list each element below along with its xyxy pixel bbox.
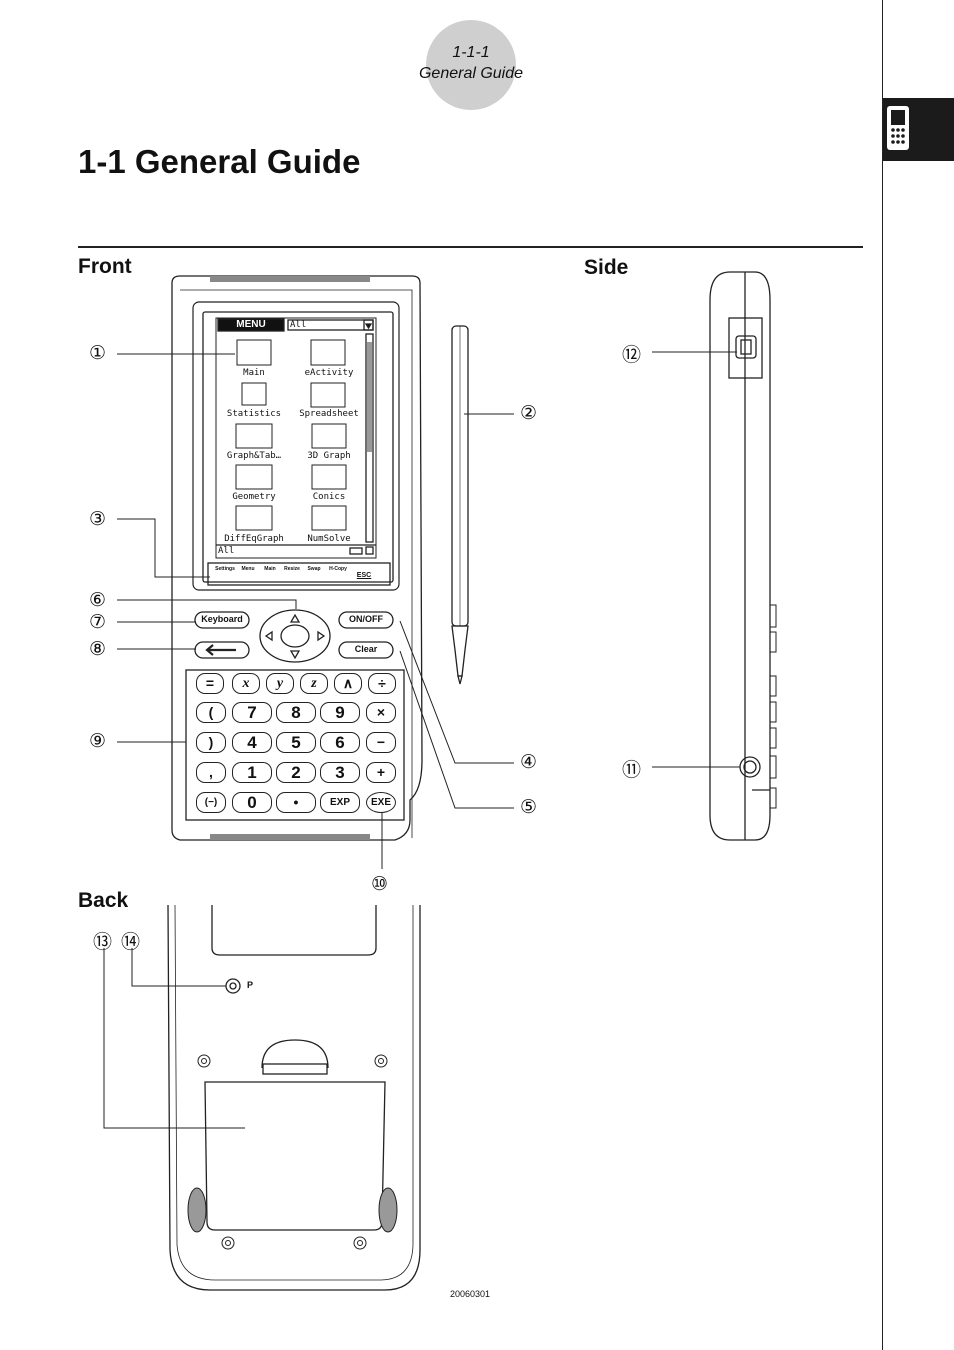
key-row1-4[interactable]: ∧ xyxy=(334,673,362,694)
key-row5-4[interactable]: EXE xyxy=(366,792,396,813)
key-row5-3[interactable]: EXP xyxy=(320,792,360,813)
key-row3-4[interactable]: − xyxy=(366,732,396,753)
header-bubble xyxy=(426,20,516,110)
app-main[interactable]: Main xyxy=(243,368,265,378)
section-title: General Guide xyxy=(418,65,524,82)
status-bar-text: All xyxy=(218,546,235,556)
key-row3-1[interactable]: 4 xyxy=(232,732,272,753)
key-row4-2[interactable]: 2 xyxy=(276,762,316,783)
key-row1-3[interactable]: z xyxy=(300,673,328,694)
key-row2-4[interactable]: × xyxy=(366,702,396,723)
callout-14: ⑭ xyxy=(121,931,141,953)
callout-4: ④ xyxy=(520,751,538,773)
icon-panel-resize[interactable]: Resize xyxy=(284,566,300,572)
callout-7: ⑦ xyxy=(89,611,107,633)
callout-3: ③ xyxy=(89,508,107,530)
callout-11: ⑪ xyxy=(622,759,642,781)
key-row5-2[interactable]: • xyxy=(276,792,316,813)
key-row3-0[interactable]: ) xyxy=(196,732,226,753)
calculator-icon xyxy=(887,106,909,150)
back-label: Back xyxy=(78,889,129,912)
key-row4-0[interactable]: , xyxy=(196,762,226,783)
icon-panel-esc[interactable]: ESC xyxy=(356,572,372,579)
right-edge-rule xyxy=(882,0,883,1350)
callout-8: ⑧ xyxy=(89,638,107,660)
app-3d-graph[interactable]: 3D Graph xyxy=(307,451,351,461)
side-label: Side xyxy=(584,256,629,279)
front-label: Front xyxy=(78,255,132,278)
app-category-dropdown[interactable]: All xyxy=(290,320,307,330)
key-row2-2[interactable]: 8 xyxy=(276,702,316,723)
key-row1-5[interactable]: ÷ xyxy=(368,673,396,694)
callout-13: ⑬ xyxy=(93,931,113,953)
key-row1-1[interactable]: x xyxy=(232,673,260,694)
clear-key[interactable]: Clear xyxy=(354,644,378,654)
app-numsolve[interactable]: NumSolve xyxy=(307,534,351,544)
key-row1-0[interactable]: = xyxy=(196,673,224,694)
back-p-label: P xyxy=(247,980,254,990)
key-row1-2[interactable]: y xyxy=(266,673,294,694)
section-rule xyxy=(78,246,863,248)
page-title: 1-1 General Guide xyxy=(78,143,361,180)
key-row3-2[interactable]: 5 xyxy=(276,732,316,753)
key-row2-1[interactable]: 7 xyxy=(232,702,272,723)
app-geometry[interactable]: Geometry xyxy=(232,492,276,502)
callout-2: ② xyxy=(520,402,538,424)
app-statistics[interactable]: Statistics xyxy=(226,409,282,419)
section-number: 1-1-1 xyxy=(452,44,490,61)
icon-panel-hcopy[interactable]: H-Copy xyxy=(329,566,347,572)
icon-panel-settings[interactable]: Settings xyxy=(215,566,235,572)
callout-6: ⑥ xyxy=(89,589,107,611)
callout-10: ⑩ xyxy=(371,873,389,895)
key-row2-0[interactable]: ( xyxy=(196,702,226,723)
app-eactivity[interactable]: eActivity xyxy=(304,368,354,378)
chapter-tab xyxy=(883,98,954,161)
app-conics[interactable]: Conics xyxy=(312,492,346,502)
key-row2-3[interactable]: 9 xyxy=(320,702,360,723)
callout-5: ⑤ xyxy=(520,796,538,818)
key-row4-1[interactable]: 1 xyxy=(232,762,272,783)
key-row4-4[interactable]: + xyxy=(366,762,396,783)
key-row4-3[interactable]: 3 xyxy=(320,762,360,783)
app-spreadsheet[interactable]: Spreadsheet xyxy=(299,409,359,419)
callout-1: ① xyxy=(89,342,107,364)
icon-panel-swap[interactable]: Swap xyxy=(307,566,321,572)
callout-9: ⑨ xyxy=(89,730,107,752)
icon-panel-main[interactable]: Main xyxy=(264,566,276,572)
menu-button[interactable]: MENU xyxy=(236,319,266,330)
key-row5-0[interactable]: (−) xyxy=(196,792,226,813)
key-row5-1[interactable]: 0 xyxy=(232,792,272,813)
on-off-key[interactable]: ON/OFF xyxy=(349,614,383,624)
keyboard-key[interactable]: Keyboard xyxy=(201,614,243,624)
footer-code: 20060301 xyxy=(449,1289,491,1299)
key-row3-3[interactable]: 6 xyxy=(320,732,360,753)
callout-12: ⑫ xyxy=(622,344,642,366)
app-diffeqgraph[interactable]: DiffEqGraph xyxy=(224,534,284,544)
icon-panel-menu[interactable]: Menu xyxy=(241,566,255,572)
app-graph-table[interactable]: Graph&Tab… xyxy=(226,451,282,461)
